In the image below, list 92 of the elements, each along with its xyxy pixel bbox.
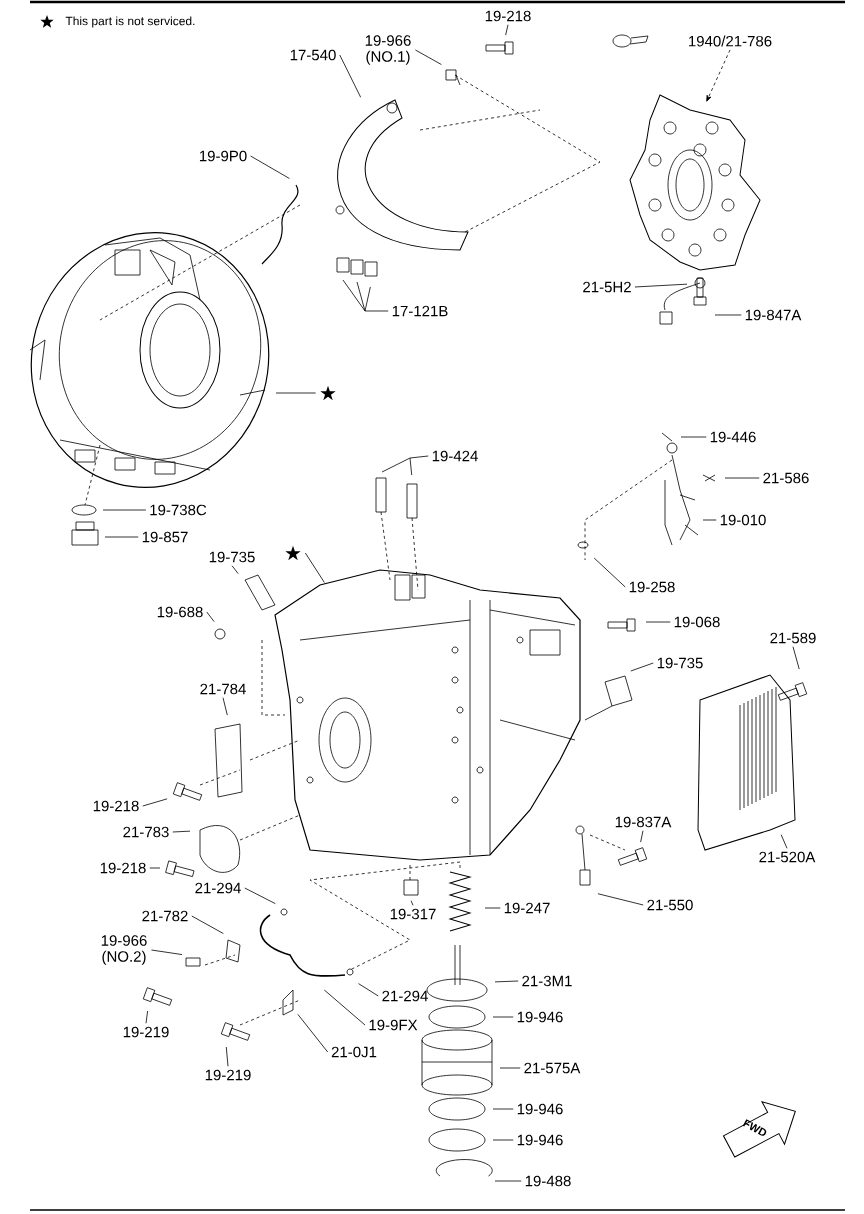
leader-line: [339, 54, 362, 98]
leader-line: [494, 980, 519, 983]
callout-number: 19-946: [517, 1011, 563, 1023]
leader-line: [244, 887, 276, 905]
leader-line: [630, 662, 654, 672]
leader-line: [640, 830, 644, 843]
leader-line: [780, 834, 788, 849]
callout-number: 19-446: [710, 431, 756, 443]
leader-line: [102, 509, 147, 511]
callout-number: 21-0J1: [331, 1046, 377, 1058]
callout-number: 21-575A: [524, 1062, 581, 1074]
callout-number: 17-540: [290, 49, 336, 61]
leader-line: [492, 1016, 514, 1018]
callout-number: 19-837A: [615, 816, 672, 828]
leader-line: [149, 867, 161, 869]
callout-number: 19-317: [390, 908, 436, 920]
leader-line: [505, 24, 509, 36]
callout-number: 19-218: [100, 862, 146, 874]
leader-line: [484, 907, 501, 909]
callout-number: 1940/21-786: [689, 35, 772, 47]
leader-line: [104, 536, 139, 538]
leader-line: [323, 989, 366, 1026]
callout-number: 19-688: [157, 606, 203, 618]
leader-line: [222, 697, 228, 716]
callout-number: 19-946: [517, 1103, 563, 1115]
leader-line: [499, 1067, 521, 1069]
leader-line: [304, 552, 325, 583]
leader-line: [792, 646, 800, 670]
callout-number: 21-586: [763, 472, 809, 484]
leader-line: [597, 893, 644, 906]
callout-number: 21-3M1: [522, 975, 572, 987]
callout-number: 21-294: [195, 882, 241, 894]
callout-number: 19-219: [205, 1069, 251, 1081]
leader-line: [680, 436, 707, 438]
leader-line: [702, 519, 717, 521]
callout-number: 19-9FX: [369, 1019, 418, 1031]
leader-line: [275, 392, 317, 394]
callout-number: ★: [285, 545, 301, 561]
callout-number: 21-5H2: [583, 281, 631, 293]
leader-line: [231, 565, 239, 575]
callout-number: 19-258: [629, 581, 675, 593]
callout-number: 19-247: [504, 902, 550, 914]
leader-line: [151, 949, 183, 955]
callout-number: 19-735: [657, 657, 703, 669]
callout-number: 19-857: [142, 531, 188, 543]
callout-number: 19-488: [525, 1175, 571, 1187]
leader-line: [593, 557, 626, 588]
callout-number: 21-294: [382, 990, 428, 1002]
callout-number: 19-946: [517, 1134, 563, 1146]
legend-note: This part is not serviced.: [65, 16, 195, 28]
leader-line: [714, 314, 742, 316]
leader-line: [342, 279, 389, 312]
leader-line: [250, 155, 290, 179]
callout-number: 21-783: [123, 826, 169, 838]
callout-number: 19-218: [93, 800, 139, 812]
leader-line: [358, 983, 379, 997]
direction-label: FWD: [742, 1119, 767, 1136]
callout-number: 21-589: [770, 632, 816, 644]
leader-line: [381, 455, 429, 476]
leader-line: [225, 1046, 229, 1067]
callout-number: 19-218: [485, 10, 531, 22]
callout-number: 19-966 (NO.2): [101, 935, 147, 965]
leader-line: [492, 1139, 514, 1141]
leader-line: [410, 900, 414, 906]
callout-number: 19-219: [123, 1026, 169, 1038]
callout-number: 21-782: [142, 910, 188, 922]
leader-line: [142, 798, 168, 807]
leader-line: [297, 1013, 329, 1053]
callout-number: 21-550: [647, 899, 693, 911]
leader-line: [494, 1180, 522, 1182]
callout-number: 19-068: [674, 616, 720, 628]
callout-number: 21-520A: [759, 851, 816, 863]
callout-number: 19-735: [209, 551, 255, 563]
leader-line: [645, 621, 671, 623]
callout-number: 19-424: [432, 450, 478, 462]
callout-number: 19-9P0: [199, 150, 247, 162]
callout-number: 19-738C: [150, 504, 207, 516]
callout-number: 19-966 (NO.1): [365, 35, 411, 65]
leader-line: [172, 830, 191, 833]
callout-number: 19-010: [720, 514, 766, 526]
leader-line: [706, 49, 731, 102]
leader-line: [191, 915, 224, 934]
callout-number: ★: [320, 385, 336, 401]
leader-line: [415, 49, 442, 65]
leader-line: [724, 477, 760, 479]
callout-number: 19-847A: [745, 309, 802, 321]
leader-line: [145, 1010, 148, 1024]
callout-number: 17-121B: [392, 305, 448, 317]
leader-line: [634, 283, 688, 288]
leader-line: [492, 1108, 514, 1110]
callout-number: 21-784: [200, 683, 246, 695]
leader-line: [206, 611, 215, 623]
